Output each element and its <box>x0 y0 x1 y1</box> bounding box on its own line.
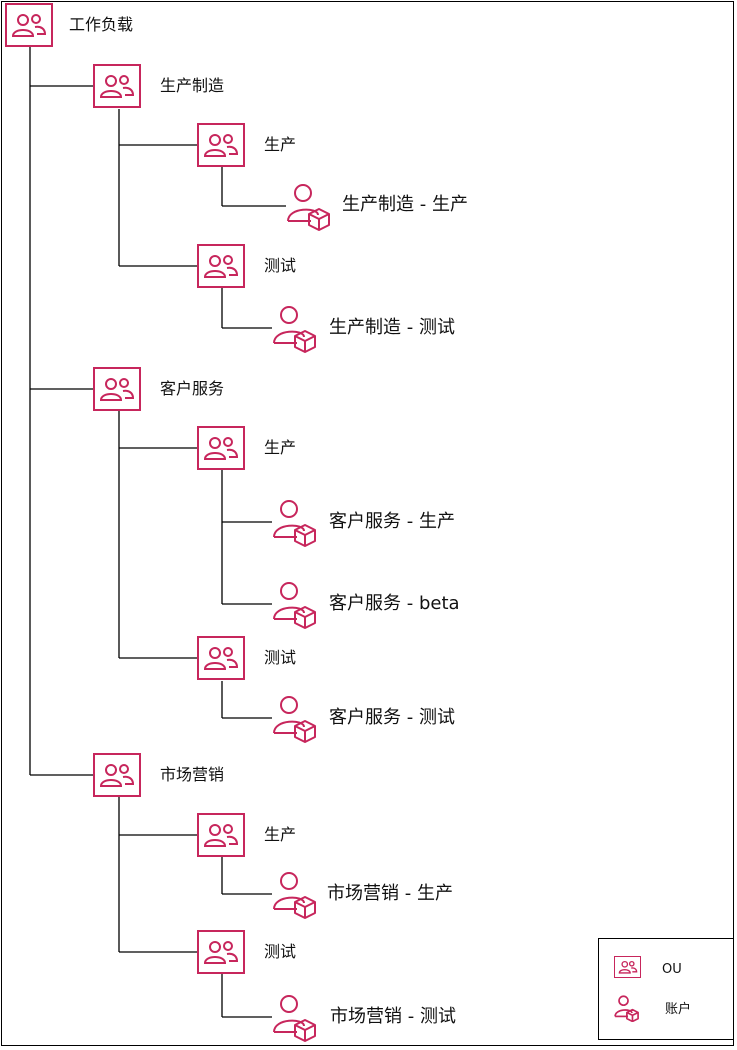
ou-group-3-env-1-box[interactable] <box>197 813 245 857</box>
ou-group-3-label: 市场营销 <box>160 765 225 784</box>
user-cube-icon[interactable] <box>272 497 322 547</box>
users-group-icon <box>11 14 47 37</box>
user-cube-icon[interactable] <box>272 693 322 743</box>
users-group-icon <box>203 255 239 278</box>
user-cube-icon[interactable] <box>272 992 322 1042</box>
ou-group-2-box[interactable] <box>93 367 141 411</box>
ou-group-3-env-2-label: 测试 <box>264 942 297 961</box>
users-group-icon <box>99 378 135 401</box>
account-label: 生产制造 - 测试 <box>329 317 455 338</box>
legend: OU 账户 <box>598 938 734 1040</box>
user-cube-icon[interactable] <box>272 579 322 629</box>
account-label: 客户服务 - 生产 <box>329 511 455 532</box>
legend-ou-box <box>614 956 641 978</box>
legend-account-label: 账户 <box>665 1002 692 1017</box>
users-group-icon <box>203 824 239 847</box>
users-group-icon <box>203 134 239 157</box>
users-group-icon <box>203 647 239 670</box>
user-cube-icon[interactable] <box>272 303 322 353</box>
account-label: 客户服务 - beta <box>329 593 460 614</box>
users-group-icon <box>618 960 637 974</box>
ou-group-2-label: 客户服务 <box>160 379 225 398</box>
users-group-icon <box>203 437 239 460</box>
ou-group-1-box[interactable] <box>93 64 141 108</box>
ou-group-1-env-1-label: 生产 <box>264 135 297 154</box>
ou-group-1-env-1-box[interactable] <box>197 123 245 167</box>
user-cube-icon <box>614 995 639 1022</box>
account-label: 市场营销 - 测试 <box>330 1006 456 1027</box>
ou-group-2-env-2-box[interactable] <box>197 636 245 680</box>
ou-group-3-env-1-label: 生产 <box>264 825 297 844</box>
ou-group-2-env-2-label: 测试 <box>264 648 297 667</box>
users-group-icon <box>99 764 135 787</box>
ou-group-2-env-1-label: 生产 <box>264 438 297 457</box>
ou-group-1-label: 生产制造 <box>160 76 225 95</box>
ou-group-1-env-2-label: 测试 <box>264 256 297 275</box>
account-label: 市场营销 - 生产 <box>327 883 453 904</box>
users-group-icon <box>203 941 239 964</box>
account-label: 生产制造 - 生产 <box>342 194 468 215</box>
ou-group-1-env-2-box[interactable] <box>197 244 245 288</box>
user-cube-icon[interactable] <box>272 869 322 919</box>
ou-group-3-env-2-box[interactable] <box>197 930 245 974</box>
ou-group-2-env-1-box[interactable] <box>197 426 245 470</box>
ou-root-label: 工作负载 <box>69 15 134 34</box>
account-label: 客户服务 - 测试 <box>329 707 455 728</box>
users-group-icon <box>99 75 135 98</box>
ou-group-3-box[interactable] <box>93 753 141 797</box>
ou-root-box[interactable] <box>5 3 53 47</box>
user-cube-icon[interactable] <box>286 181 336 231</box>
legend-ou-label: OU <box>662 962 682 977</box>
